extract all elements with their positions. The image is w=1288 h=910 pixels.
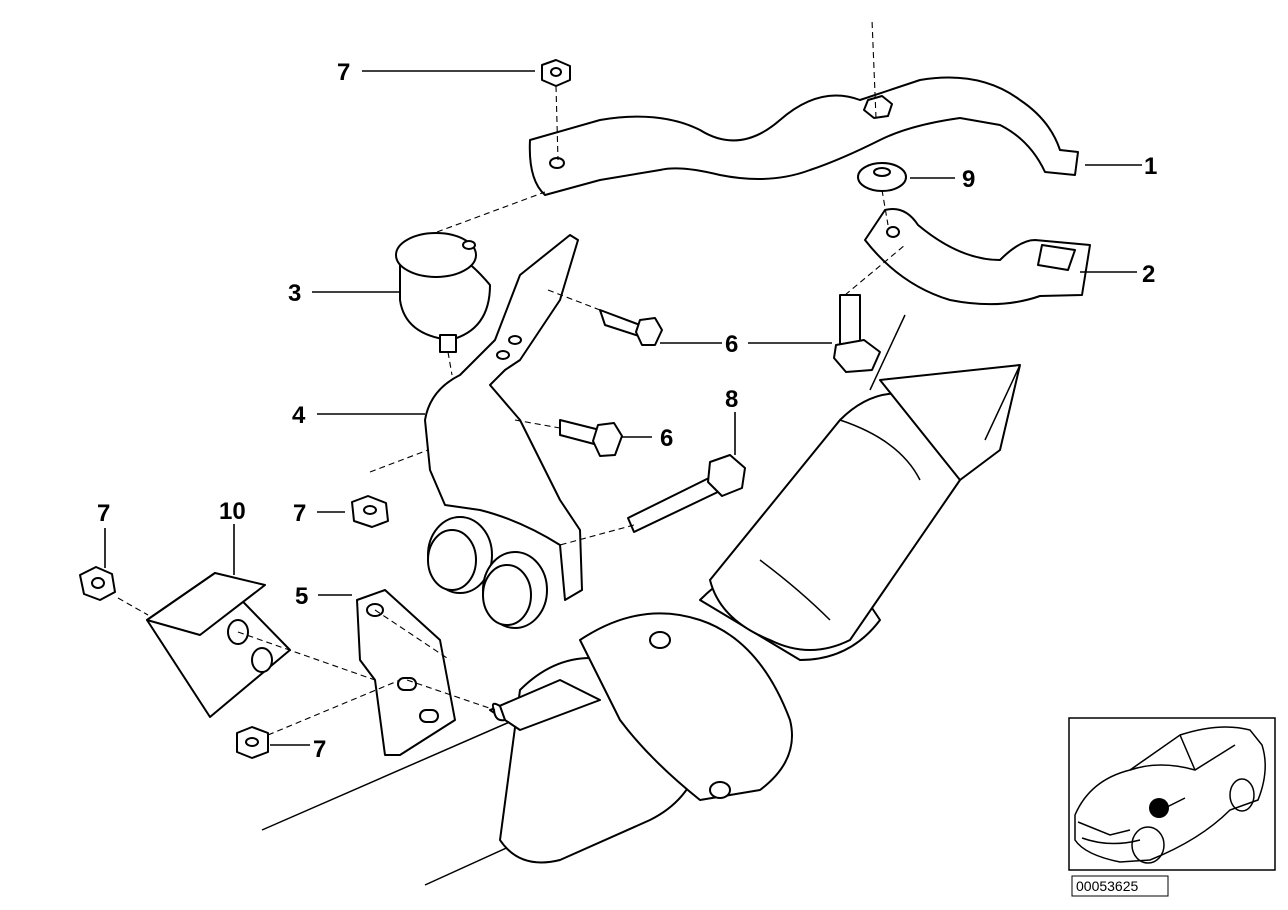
leader-lines	[104, 70, 1142, 746]
callout-8: 8	[725, 386, 738, 413]
callout-6-top: 6	[725, 331, 738, 358]
callout-9: 9	[962, 166, 975, 193]
reference-id: 00053625	[1076, 878, 1139, 894]
bolt-part-6b	[559, 419, 623, 457]
bolt-part-6a	[599, 309, 663, 346]
callout-4: 4	[292, 402, 306, 429]
exhaust-pipe-assembly	[261, 314, 1021, 886]
long-bolt-part-8	[627, 454, 746, 533]
assembly-dash-lines	[117, 19, 906, 736]
nut-part-7-top	[541, 59, 571, 87]
callout-10: 10	[219, 498, 246, 525]
callout-7-bottom: 7	[313, 736, 326, 763]
washer-part-9	[857, 162, 907, 192]
rubber-block-part-10	[146, 572, 291, 718]
callout-1: 1	[1144, 153, 1157, 180]
location-marker	[1149, 798, 1169, 818]
nut-part-7-left	[79, 566, 116, 601]
callout-7-top: 7	[337, 59, 350, 86]
callout-7-left: 7	[97, 500, 110, 527]
bracket-part-5	[356, 589, 456, 756]
reference-id-box: 00053625	[1071, 875, 1169, 897]
callout-numbers: 7 1 9 2 3 6 4 6 8 7 7 10 5 7	[97, 59, 1157, 763]
rubber-mount-part-3	[395, 232, 491, 353]
nut-part-7-middle	[351, 495, 389, 528]
clamp-part-2	[864, 208, 1091, 306]
hanger-bracket-part-4	[424, 234, 583, 629]
callout-5: 5	[295, 583, 308, 610]
bolt-part-6c	[833, 294, 881, 373]
upper-bracket-part-1	[528, 76, 1079, 196]
callout-7-middle: 7	[293, 500, 306, 527]
nut-part-7-bottom	[236, 726, 269, 759]
callout-2: 2	[1142, 261, 1155, 288]
car-outline-icon	[1074, 726, 1266, 864]
callout-3: 3	[288, 280, 301, 307]
callout-6-middle: 6	[660, 425, 673, 452]
vehicle-locator-inset	[1068, 717, 1276, 871]
